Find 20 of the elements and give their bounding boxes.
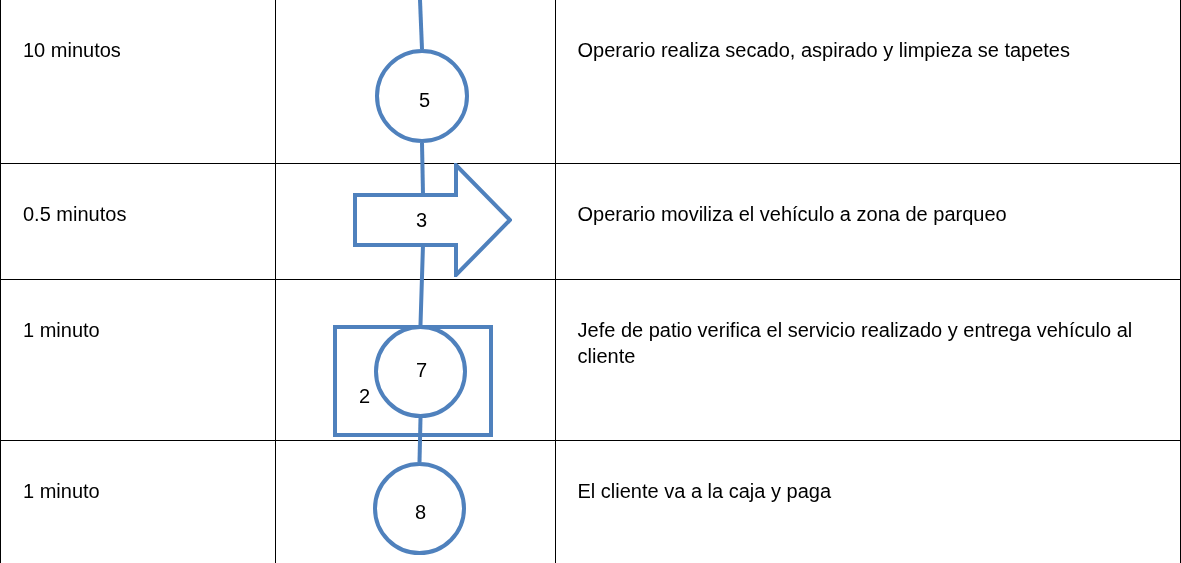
time-label: 0.5 minutos [22, 202, 128, 227]
step-number: 2 [359, 385, 371, 407]
connector-line [418, 0, 424, 50]
time-label: 1 minuto [22, 479, 101, 504]
transport-arrow [353, 163, 512, 277]
connector-line [417, 417, 423, 463]
time-label: 1 minuto [22, 318, 101, 343]
step-number: 8 [415, 501, 427, 523]
step-number: 7 [416, 359, 428, 381]
operation-circle [375, 49, 469, 143]
description-text: Operario moviliza el vehículo a zona de parqueo [576, 202, 1008, 227]
time-label: 10 minutos [22, 38, 122, 63]
description-text: Jefe de patio verifica el servicio realizado y entrega vehículo al cliente [576, 318, 1134, 369]
step-number: 3 [416, 209, 428, 231]
description-text: Operario realiza secado, aspirado y limpieza se tapetes [576, 38, 1071, 63]
inspection-box [333, 325, 493, 437]
operation-circle [373, 462, 466, 555]
connector-line [420, 142, 425, 196]
description-text: El cliente va a la caja y paga [576, 479, 832, 504]
step-number: 5 [419, 89, 431, 111]
